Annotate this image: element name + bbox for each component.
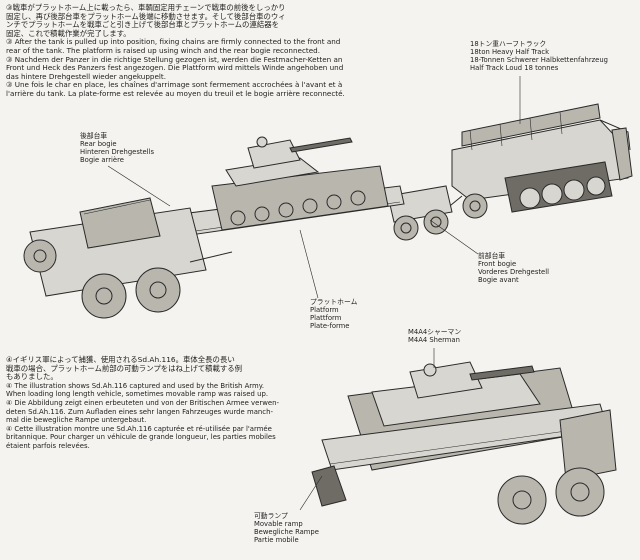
half-track-label-en: 18ton Heavy Half Track	[470, 48, 550, 56]
movable-ramp-label: 可動ランプ Movable ramp Bewegliche Rampe Part…	[254, 512, 319, 544]
trailer-upper-illustration	[23, 136, 453, 319]
platform-leader-line	[299, 229, 319, 299]
front-bogie-leader-line	[429, 219, 479, 255]
step-4-de-line-1: ④ Die Abbildung zeigt einen erbeuteten u…	[6, 398, 279, 407]
movable-ramp-label-fr: Partie mobile	[254, 536, 299, 544]
platform-label: プラットホーム Platform Plattform Plate-forme	[310, 298, 357, 330]
front-bogie-label-de: Vorderes Drehgestell	[478, 268, 550, 276]
step-3-jp-line-3: ンチでプラットホームを戦車ごと引き上げて後部台車とプラットホームの連結器を	[6, 20, 280, 30]
platform-label-jp: プラットホーム	[310, 298, 358, 306]
sherman-label-en: M4A4 Sherman	[408, 336, 460, 344]
front-bogie-label-jp: 前部台車	[478, 252, 506, 260]
rear-bogie-label-en: Rear bogie	[80, 140, 117, 148]
half-track-label-jp: 18トン重ハーフトラック	[470, 40, 547, 48]
sherman-label-jp: M4A4シャーマン	[408, 328, 462, 336]
sherman-label: M4A4シャーマン M4A4 Sherman	[408, 328, 461, 344]
step-4-en-line-2: When loading long length vehicle, someti…	[6, 390, 269, 399]
movable-ramp-label-jp: 可動ランプ	[254, 512, 288, 520]
step-4-instructions: ④イギリス軍によって捕獲、使用されるSd.Ah.116。車体全長の長い 戦車の場…	[6, 355, 311, 451]
step-3-fr-line-1: ③ Une fois le char en place, les chaînes…	[6, 80, 343, 90]
half-track-label-fr: Half Track Loud 18 tonnes	[470, 64, 559, 72]
half-track-illustration	[439, 103, 633, 219]
rear-bogie-leader-line	[107, 165, 171, 207]
movable-ramp-label-en: Movable ramp	[254, 520, 303, 528]
rear-bogie-label: 後部台車 Rear bogie Hinteren Drehgestells Bo…	[80, 132, 154, 164]
step-3-en-line-2: rear of the tank. The platform is raised…	[6, 45, 320, 55]
front-bogie-label: 前部台車 Front bogie Vorderes Drehgestell Bo…	[478, 252, 549, 284]
trailer-lower-illustration	[311, 403, 617, 525]
half-track-label-de: 18-Tonnen Schwerer Halbkettenfahrzeug	[470, 56, 608, 64]
step-4-fr-line-2: britannique. Pour charger un véhicule de…	[6, 433, 276, 442]
half-track-label: 18トン重ハーフトラック 18ton Heavy Half Track 18-T…	[470, 40, 608, 72]
front-bogie-label-fr: Bogie avant	[478, 276, 519, 284]
rear-bogie-label-jp: 後部台車	[80, 132, 108, 140]
front-bogie-label-en: Front bogie	[478, 260, 517, 268]
step-4-jp-line-1: ④イギリス軍によって捕獲、使用されるSd.Ah.116。車体全長の長い	[6, 355, 235, 364]
step-3-de-line-1: ③ Nachdem der Panzer in die richtige Ste…	[6, 54, 343, 64]
step-3-de-line-2: Front und Heck des Panzers fest angezoge…	[6, 63, 344, 73]
step-3-en-line-1: ③ After the tank is pulled up into posit…	[6, 37, 341, 47]
step-4-jp-line-2: 戦車の場合、プラットホーム前部の可動ランプをはね上げて積載する例	[6, 363, 243, 373]
step-4-jp-line-3: もありました。	[6, 372, 58, 382]
step-3-jp-line-1: ③戦車がプラットホーム上に載ったら、車輌固定用チェーンで戦車の前後をしっかり	[6, 3, 286, 12]
step-4-fr-line-1: ④ Cette illustration montre une Sd.Ah.11…	[6, 424, 272, 433]
step-4-en-line-1: ④ The illustration shows Sd.Ah.116 captu…	[6, 381, 265, 390]
platform-label-en: Platform	[310, 306, 339, 314]
step-3-de-line-3: das hintere Drehgestell wieder angekuppe…	[6, 71, 167, 81]
rear-bogie-label-de: Hinteren Drehgestells	[80, 148, 155, 156]
step-3-instructions: ③戦車がプラットホーム上に載ったら、車輌固定用チェーンで戦車の前後をしっかり 固…	[6, 3, 421, 99]
step-3-jp-line-4: 固定、これで積載作業が完了します。	[6, 28, 131, 38]
movable-ramp-label-de: Bewegliche Rampe	[254, 528, 319, 536]
step-4-de-line-3: mal die bewegliche Rampe untergebaut.	[6, 416, 147, 425]
step-4-fr-line-3: étaient parfois relevées.	[6, 441, 90, 450]
platform-label-fr: Plate-forme	[310, 322, 350, 330]
step-3-fr-line-2: l'arrière du tank. La plate-forme est re…	[6, 88, 345, 98]
ramp-leader-line	[299, 475, 323, 511]
step-3-jp-line-2: 固定し、再び後部台車をプラットホーム後端に移動させます。そして後部台車のウィ	[6, 11, 286, 21]
rear-bogie-label-fr: Bogie arrière	[80, 156, 124, 164]
step-4-de-line-2: deten Sd.Ah.116. Zum Aufladen eines sehr…	[6, 407, 273, 416]
platform-label-de: Plattform	[310, 314, 342, 322]
